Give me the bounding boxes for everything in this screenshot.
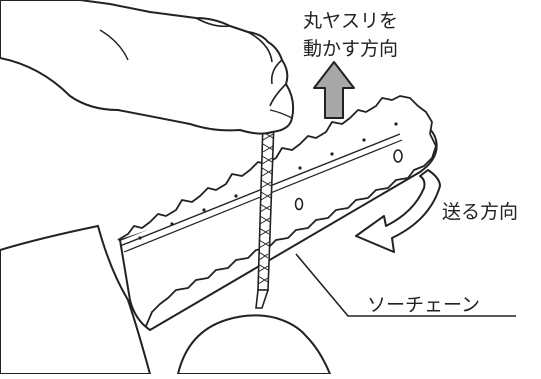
round-file bbox=[255, 121, 275, 309]
chain-rivets bbox=[138, 122, 398, 240]
saw-chain-bottom bbox=[145, 133, 437, 327]
file-direction-arrow bbox=[313, 61, 355, 119]
send-direction-label: 送る方向 bbox=[442, 201, 519, 223]
bar-hole-front bbox=[393, 149, 403, 163]
bar-hole-middle bbox=[294, 197, 304, 211]
saw-chain-label: ソーチェーン bbox=[367, 294, 481, 316]
file-direction-label-line1: 丸ヤスリを bbox=[303, 10, 399, 32]
lower-hand bbox=[176, 314, 332, 375]
file-direction-label-line2: 動かす方向 bbox=[303, 38, 399, 60]
send-direction-arrow bbox=[355, 169, 441, 253]
operator-body bbox=[0, 224, 152, 375]
gloved-hand bbox=[0, 0, 295, 135]
saw-chain-leader-line bbox=[295, 253, 516, 317]
